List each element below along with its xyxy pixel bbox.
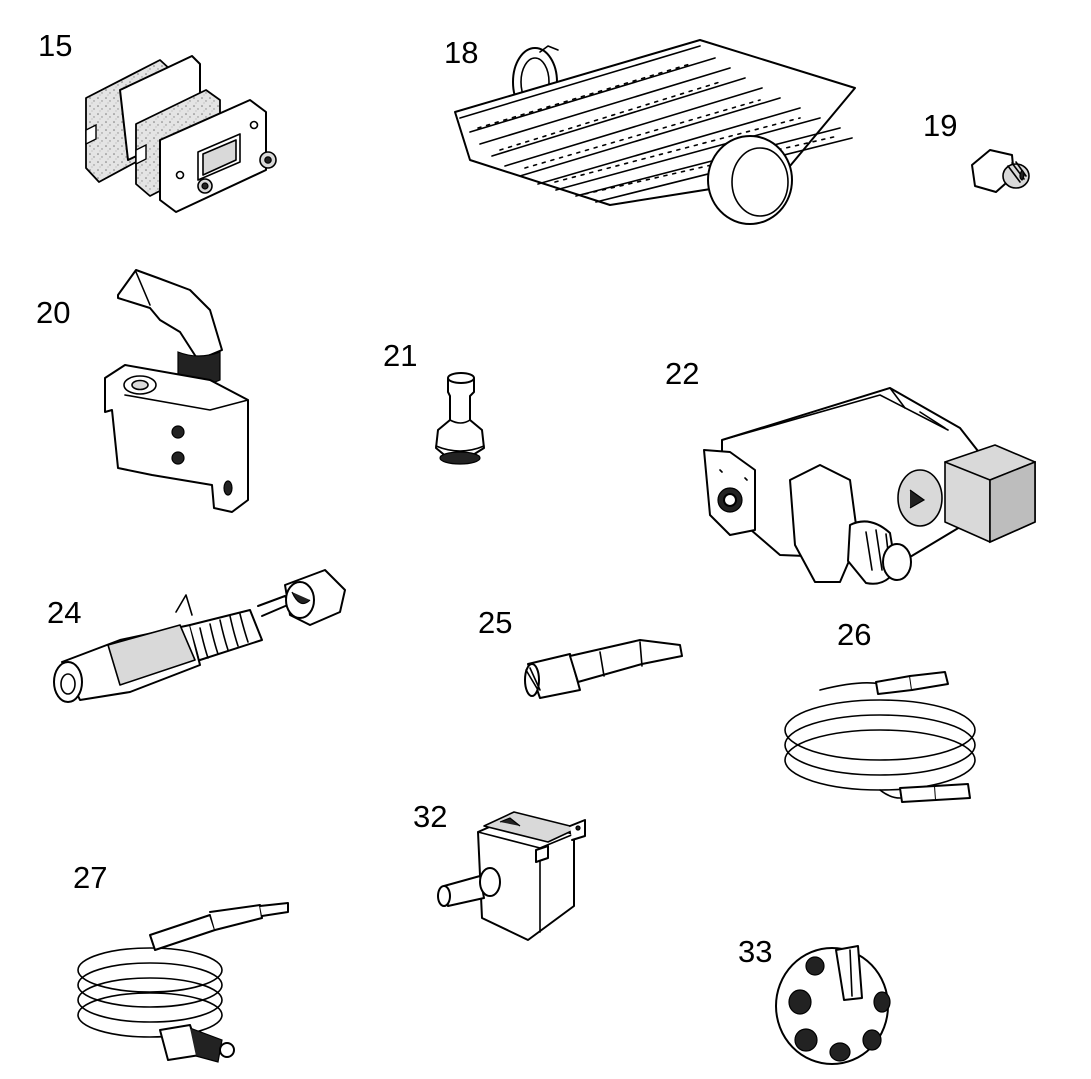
thermocouple-part [77, 902, 289, 1063]
connector-part [524, 639, 683, 699]
gasket-kit-part [85, 55, 277, 213]
part-label-21: 21 [383, 338, 418, 373]
part-label-33: 33 [738, 934, 773, 969]
part-label-27: 27 [73, 860, 108, 895]
nut-part [435, 372, 485, 465]
part-label-19: 19 [923, 108, 958, 143]
pilot-bracket-part [104, 269, 249, 513]
injector-part [971, 149, 1030, 193]
part-label-22: 22 [665, 356, 700, 391]
wire-lead-part [784, 671, 976, 803]
part-label-25: 25 [478, 605, 513, 640]
part-label-26: 26 [837, 617, 872, 652]
part-label-20: 20 [36, 295, 71, 330]
control-knob-part [775, 945, 891, 1065]
part-label-18: 18 [444, 35, 479, 70]
part-label-24: 24 [47, 595, 82, 630]
part-label-32: 32 [413, 799, 448, 834]
switch-part [437, 811, 586, 941]
gas-valve-part [703, 387, 1036, 585]
part-label-15: 15 [38, 28, 73, 63]
burner-part [454, 39, 856, 225]
spark-electrode-part [53, 569, 346, 703]
